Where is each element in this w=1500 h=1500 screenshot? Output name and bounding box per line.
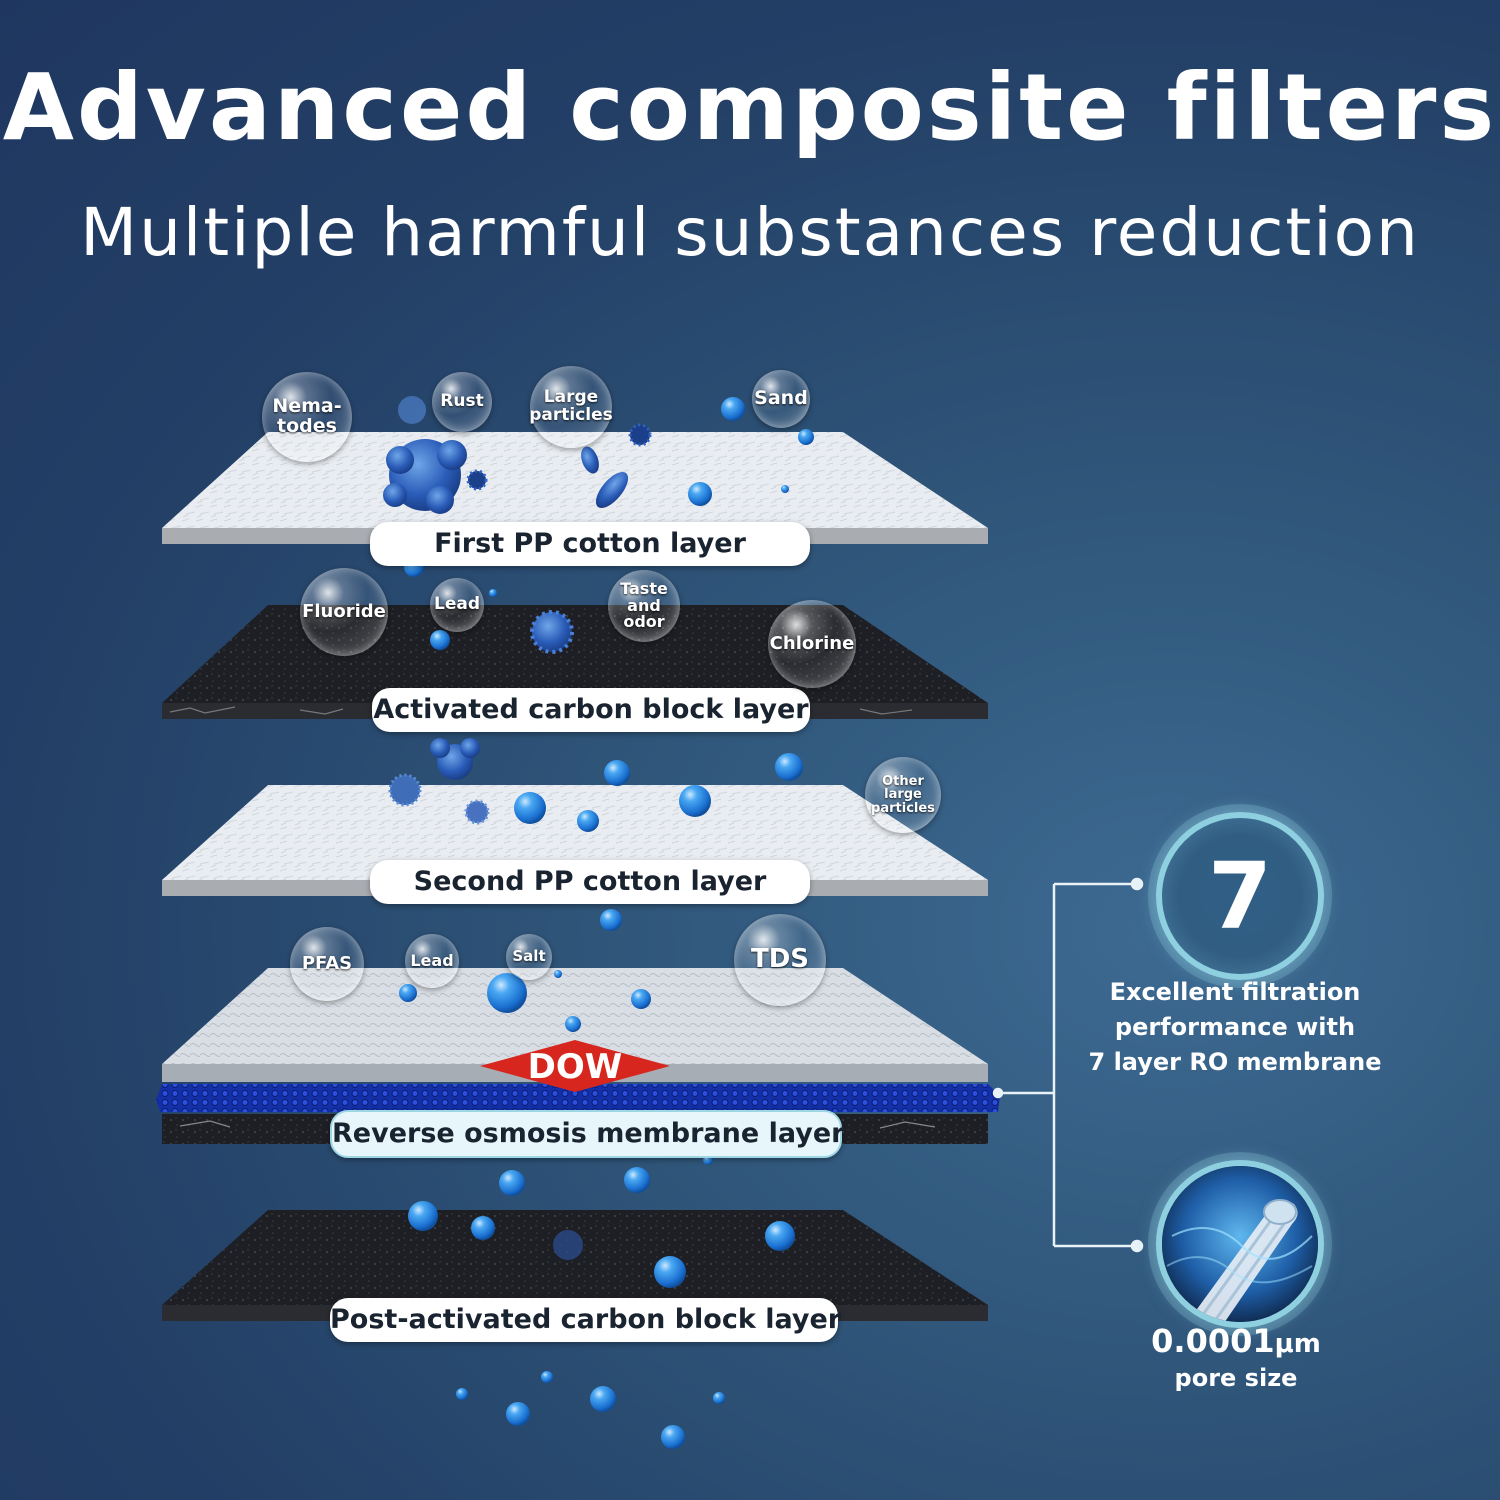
- layer-count-badge: 7: [1156, 812, 1324, 980]
- water-drop-icon: [798, 429, 814, 445]
- contaminant-bubble-large-particles: Large particles: [529, 366, 613, 448]
- water-drop-icon: [554, 970, 562, 978]
- germ-cluster: [383, 396, 652, 1260]
- layer-label-second-pp-cotton: Second PP cotton layer: [370, 860, 810, 904]
- water-drop-icon: [688, 482, 712, 506]
- pore-size-text: 0.0001μm pore size: [1086, 1322, 1386, 1393]
- water-drops: [399, 397, 814, 1449]
- water-drop-icon: [489, 589, 497, 597]
- page-title: Advanced composite filters: [2, 54, 1498, 161]
- water-drop-icon: [765, 1221, 795, 1251]
- contaminant-bubble-sand: Sand: [752, 370, 810, 428]
- contaminant-bubble-nematodes: Nema- todes: [262, 372, 352, 462]
- layer-count-value: 7: [1207, 842, 1272, 950]
- water-drop-icon: [590, 1386, 616, 1412]
- contaminant-bubble-pfas: PFAS: [290, 927, 364, 1001]
- water-drop-icon: [661, 1425, 685, 1449]
- water-drop-icon: [604, 760, 630, 786]
- water-drop-icon: [781, 485, 789, 493]
- water-drop-icon: [775, 753, 803, 781]
- pore-size-unit: μm: [1274, 1329, 1321, 1359]
- filtration-text: Excellent filtration performance with 7 …: [1070, 975, 1400, 1080]
- water-drop-icon: [577, 810, 599, 832]
- water-drop-icon: [506, 1402, 530, 1426]
- contaminant-bubble-lead: Lead: [430, 578, 484, 632]
- water-drop-icon: [624, 1167, 650, 1193]
- water-drop-icon: [456, 1388, 468, 1400]
- contaminant-bubble-taste-odor: Taste and odor: [608, 570, 680, 642]
- layer-label-post-activated-carbon: Post-activated carbon block layer: [330, 1298, 841, 1342]
- filtration-text-line-3: 7 layer RO membrane: [1088, 1048, 1382, 1076]
- contaminant-bubble-lead-ro: Lead: [405, 934, 459, 988]
- water-drop-icon: [631, 989, 651, 1009]
- dow-logo: DOW: [480, 1040, 670, 1092]
- water-drop-icon: [565, 1016, 581, 1032]
- water-drop-icon: [399, 984, 417, 1002]
- filtration-text-line-2: performance with: [1114, 1013, 1356, 1041]
- water-drop-icon: [514, 792, 546, 824]
- contaminant-bubble-chlorine: Chlorine: [768, 600, 856, 688]
- water-drop-icon: [430, 630, 450, 650]
- pore-size-value: 0.0001: [1151, 1322, 1275, 1360]
- bracket-connector: [992, 877, 1144, 1253]
- water-drop-icon: [679, 785, 711, 817]
- page-subtitle: Multiple harmful substances reduction: [80, 194, 1420, 271]
- layer-ro-membrane: [156, 968, 1000, 1144]
- water-drop-icon: [541, 1371, 553, 1383]
- contaminant-bubble-salt: Salt: [506, 934, 552, 980]
- water-drop-icon: [721, 397, 745, 421]
- water-drop-icon: [499, 1170, 525, 1196]
- layer-label-activated-carbon: Activated carbon block layer: [372, 688, 810, 732]
- water-drop-icon: [408, 1201, 438, 1231]
- water-drop-icon: [713, 1392, 725, 1404]
- contaminant-bubble-tds: TDS: [734, 914, 826, 1006]
- dow-logo-text: DOW: [528, 1047, 623, 1087]
- pore-size-label: pore size: [1174, 1364, 1298, 1392]
- contaminant-bubble-other-large-particles: Other large particles: [865, 757, 941, 833]
- water-drop-icon: [471, 1216, 495, 1240]
- contaminant-bubble-fluoride: Fluoride: [300, 568, 388, 656]
- layer-label-ro-membrane: Reverse osmosis membrane layer: [330, 1110, 844, 1158]
- layer-label-first-pp-cotton: First PP cotton layer: [370, 522, 810, 566]
- filtration-text-line-1: Excellent filtration: [1109, 978, 1361, 1006]
- water-drop-icon: [654, 1256, 686, 1288]
- water-drop-icon: [600, 909, 622, 931]
- contaminant-bubble-rust: Rust: [432, 372, 492, 432]
- water-drop-icon: [487, 973, 527, 1013]
- membrane-roll-icon: [1156, 1160, 1324, 1328]
